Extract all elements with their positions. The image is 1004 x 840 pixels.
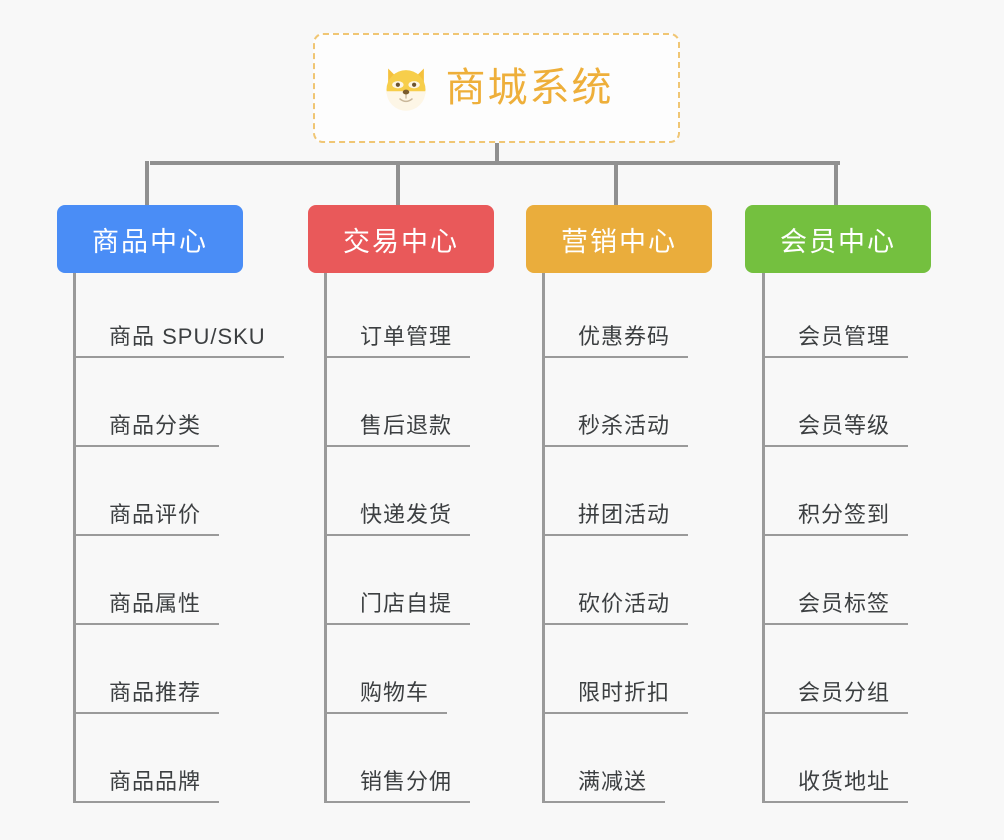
leaf-item-label: 商品推荐 bbox=[73, 680, 220, 714]
leaf-item[interactable]: 购物车 bbox=[324, 629, 534, 718]
category-label: 交易中心 bbox=[343, 226, 459, 257]
category-box-marketing-center[interactable]: 营销中心 bbox=[526, 205, 712, 273]
leaf-item-label: 会员标签 bbox=[762, 591, 909, 625]
category-box-member-center[interactable]: 会员中心 bbox=[745, 205, 931, 273]
leaf-item[interactable]: 商品评价 bbox=[73, 451, 283, 540]
leaf-item[interactable]: 销售分佣 bbox=[324, 718, 534, 807]
leaf-column-product-center: 商品 SPU/SKU 商品分类商品评价商品属性商品推荐商品品牌 bbox=[73, 273, 284, 807]
leaf-item-label: 优惠券码 bbox=[542, 324, 689, 358]
leaf-item[interactable]: 商品品牌 bbox=[73, 718, 283, 807]
leaf-item[interactable]: 积分签到 bbox=[762, 451, 972, 540]
connector-spine-marketing-center bbox=[542, 273, 545, 801]
connector-spine-product-center bbox=[73, 273, 76, 801]
leaf-item-label: 限时折扣 bbox=[542, 680, 689, 714]
category-label: 商品中心 bbox=[92, 226, 208, 257]
leaf-item-label: 购物车 bbox=[324, 680, 448, 714]
connector-drop-trade-center bbox=[396, 161, 400, 206]
leaf-item-label: 拼团活动 bbox=[542, 502, 689, 536]
category-label: 会员中心 bbox=[780, 226, 896, 257]
leaf-column-member-center: 会员管理会员等级积分签到会员标签会员分组收货地址 bbox=[762, 273, 972, 807]
leaf-item[interactable]: 会员标签 bbox=[762, 540, 972, 629]
shiba-dog-face-icon bbox=[380, 62, 432, 114]
leaf-item[interactable]: 会员管理 bbox=[762, 273, 972, 362]
leaf-item-label: 会员分组 bbox=[762, 680, 909, 714]
leaf-item-label: 销售分佣 bbox=[324, 769, 471, 803]
leaf-column-marketing-center: 优惠券码秒杀活动拼团活动砍价活动限时折扣满减送 bbox=[542, 273, 752, 807]
leaf-item-label: 收货地址 bbox=[762, 769, 909, 803]
leaf-item-label: 门店自提 bbox=[324, 591, 471, 625]
leaf-item[interactable]: 会员分组 bbox=[762, 629, 972, 718]
leaf-item[interactable]: 满减送 bbox=[542, 718, 752, 807]
leaf-item-label: 商品评价 bbox=[73, 502, 220, 536]
leaf-item-label: 商品分类 bbox=[73, 413, 220, 447]
leaf-item-label: 商品品牌 bbox=[73, 769, 220, 803]
leaf-item[interactable]: 商品属性 bbox=[73, 540, 283, 629]
root-node[interactable]: 商城系统 bbox=[313, 33, 680, 143]
leaf-item[interactable]: 门店自提 bbox=[324, 540, 534, 629]
leaf-item[interactable]: 限时折扣 bbox=[542, 629, 752, 718]
connector-drop-marketing-center bbox=[614, 161, 618, 206]
leaf-item[interactable]: 订单管理 bbox=[324, 273, 534, 362]
leaf-item[interactable]: 秒杀活动 bbox=[542, 362, 752, 451]
leaf-item-label: 快递发货 bbox=[324, 502, 471, 536]
category-box-product-center[interactable]: 商品中心 bbox=[57, 205, 243, 273]
leaf-item[interactable]: 拼团活动 bbox=[542, 451, 752, 540]
leaf-item-label: 商品属性 bbox=[73, 591, 220, 625]
connector-drop-member-center bbox=[834, 161, 838, 206]
category-box-trade-center[interactable]: 交易中心 bbox=[308, 205, 494, 273]
leaf-item-label: 积分签到 bbox=[762, 502, 909, 536]
leaf-item-label: 会员等级 bbox=[762, 413, 909, 447]
leaf-item[interactable]: 收货地址 bbox=[762, 718, 972, 807]
leaf-item[interactable]: 快递发货 bbox=[324, 451, 534, 540]
leaf-item[interactable]: 商品 SPU/SKU bbox=[73, 273, 284, 362]
leaf-item[interactable]: 砍价活动 bbox=[542, 540, 752, 629]
leaf-item-label: 商品 SPU/SKU bbox=[73, 324, 284, 358]
leaf-item[interactable]: 优惠券码 bbox=[542, 273, 752, 362]
connector-spine-trade-center bbox=[324, 273, 327, 801]
leaf-item-label: 砍价活动 bbox=[542, 591, 689, 625]
leaf-item-label: 会员管理 bbox=[762, 324, 909, 358]
connector-drop-product-center bbox=[145, 161, 149, 206]
leaf-item[interactable]: 售后退款 bbox=[324, 362, 534, 451]
leaf-item-label: 秒杀活动 bbox=[542, 413, 689, 447]
leaf-item[interactable]: 会员等级 bbox=[762, 362, 972, 451]
connector-trunk bbox=[495, 143, 499, 165]
root-title: 商城系统 bbox=[445, 66, 614, 110]
category-label: 营销中心 bbox=[561, 226, 677, 257]
connector-bus bbox=[150, 161, 840, 165]
leaf-item-label: 售后退款 bbox=[324, 413, 471, 447]
leaf-item[interactable]: 商品分类 bbox=[73, 362, 283, 451]
leaf-item-label: 满减送 bbox=[542, 769, 666, 803]
leaf-item[interactable]: 商品推荐 bbox=[73, 629, 283, 718]
connector-spine-member-center bbox=[762, 273, 765, 801]
leaf-column-trade-center: 订单管理售后退款快递发货门店自提购物车销售分佣 bbox=[324, 273, 534, 807]
leaf-item-label: 订单管理 bbox=[324, 324, 471, 358]
